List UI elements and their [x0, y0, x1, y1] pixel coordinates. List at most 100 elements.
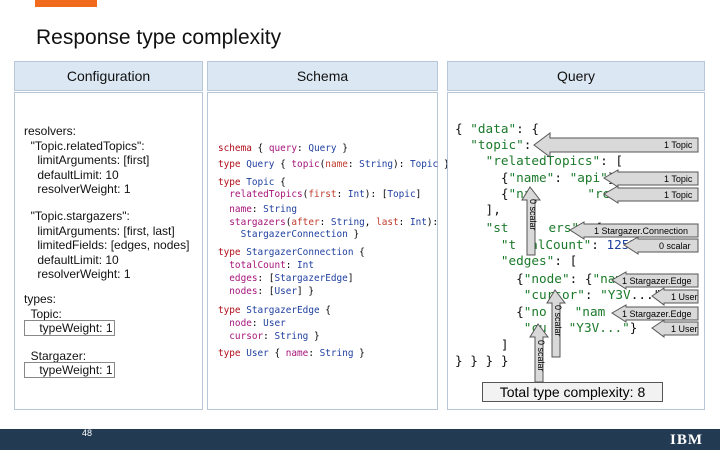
- punct: :: [398, 217, 410, 228]
- schema-header: Schema: [207, 61, 438, 91]
- config-line-highlighted: typeWeight: 1: [24, 362, 189, 379]
- punct: (: [319, 159, 326, 170]
- arrow-label: 1 Stargazer.Edge: [622, 309, 692, 319]
- config-line: "Topic.stargazers":: [24, 208, 130, 223]
- json-key: "t: [500, 237, 517, 252]
- punct: } } } }: [455, 353, 509, 368]
- type: String: [359, 159, 394, 170]
- punct: :: [319, 217, 331, 228]
- punct: }: [308, 331, 320, 342]
- arrow-shape: [611, 271, 699, 290]
- punct: :: [347, 159, 360, 170]
- query-line: ],: [455, 202, 501, 218]
- page-number: 48: [82, 428, 93, 438]
- punct: :: [263, 331, 275, 342]
- punct: ],: [455, 202, 501, 217]
- punct: : [: [554, 253, 578, 268]
- type: User: [263, 318, 286, 329]
- arrow-label: 1 User: [671, 292, 698, 302]
- punct: ]: [347, 273, 354, 284]
- config-line: limitArguments: [first, last]: [24, 223, 175, 238]
- field: query: [268, 143, 298, 154]
- type: StargazerEdge: [246, 305, 320, 316]
- json-value: "Y3V...": [568, 320, 630, 335]
- punct: : {: [516, 121, 540, 136]
- arg: after: [291, 217, 320, 228]
- json-key: "node": [523, 271, 570, 286]
- type: User: [246, 348, 269, 359]
- arrow-shape: [521, 186, 542, 256]
- type: Query: [246, 159, 275, 170]
- schema-line: schema { query: Query }: [218, 143, 348, 154]
- field: cursor: [218, 331, 264, 342]
- json-key: alCount": [530, 237, 592, 252]
- type-weight-box: typeWeight: 1: [24, 362, 115, 379]
- schema-line: totalCount: Int: [218, 260, 314, 271]
- type: StargazerEdge: [274, 273, 348, 284]
- json-value: "api": [569, 170, 608, 185]
- config-line: types:: [24, 291, 57, 306]
- arrow-label: 1 Topic: [664, 140, 693, 150]
- query-header: Query: [447, 61, 705, 91]
- schema-line: edges: [StargazerEdge]: [218, 273, 353, 284]
- field: name: [285, 348, 309, 359]
- type: Int: [297, 260, 314, 271]
- punct: }: [629, 320, 638, 335]
- punct: }: [347, 229, 360, 240]
- config-line: resolverWeight: 1: [24, 267, 131, 282]
- arrow-label-vertical: 0 scalar: [536, 340, 546, 372]
- punct: ] }: [297, 286, 314, 297]
- arrow-label: 1 Topic: [664, 174, 693, 184]
- punct: ,: [364, 217, 377, 228]
- config-line: defaultLimit: 10: [24, 252, 119, 267]
- keyword: type: [218, 177, 247, 188]
- query-line: } } } }: [455, 353, 508, 369]
- type: String: [319, 348, 354, 359]
- punct: }: [438, 159, 450, 170]
- punct: (: [302, 189, 309, 200]
- punct: {: [251, 143, 269, 154]
- json-key: "st: [485, 220, 509, 235]
- config-line: limitArguments: [first]: [24, 153, 150, 168]
- configuration-text: resolvers: "Topic.relatedTopics": limitA…: [24, 124, 189, 379]
- configuration-panel: [14, 92, 203, 410]
- type: StargazerConnection: [246, 247, 354, 258]
- footer-bar: [0, 429, 720, 450]
- schema-line: type StargazerConnection {: [218, 247, 365, 258]
- type: String: [263, 204, 298, 215]
- keyword: type: [218, 305, 247, 316]
- json-key: "no: [523, 304, 547, 319]
- arg: name: [325, 159, 348, 170]
- type: Topic: [246, 177, 275, 188]
- json-key: "topic": [470, 137, 524, 152]
- schema-line: relatedTopics(first: Int): [Topic]: [218, 189, 421, 200]
- field: edges: [218, 273, 258, 284]
- punct: {: [455, 121, 471, 136]
- arrow-label: 1 User: [671, 324, 698, 334]
- schema-line: type StargazerEdge {: [218, 305, 331, 316]
- punct: {: [455, 186, 509, 201]
- arrow-label-vertical: 0 scalar: [553, 305, 563, 337]
- type: String: [274, 331, 309, 342]
- punct: :: [584, 287, 601, 302]
- arrow-shape: [533, 132, 699, 158]
- json-key: "relatedTopics": [485, 153, 601, 168]
- arrow-label: 1 Stargazer.Edge: [622, 276, 692, 286]
- punct: {: [319, 305, 331, 316]
- config-line-highlighted: typeWeight: 1: [24, 320, 189, 337]
- schema-line: type Query { topic(name: String): Topic …: [218, 159, 450, 170]
- json-key: "edges": [500, 253, 555, 268]
- type: Topic: [409, 159, 439, 170]
- punct: ]: [415, 189, 422, 200]
- punct: :: [251, 318, 264, 329]
- field: name: [218, 204, 252, 215]
- punct: : [: [600, 153, 624, 168]
- punct: :: [336, 189, 348, 200]
- punct: {: [455, 304, 524, 319]
- punct: : {: [569, 271, 593, 286]
- punct: : [: [257, 273, 275, 284]
- field: relatedTopics: [218, 189, 303, 200]
- total-complexity-box: Total type complexity: 8: [482, 382, 663, 402]
- schema-line: node: User: [218, 318, 286, 329]
- ibm-logo: IBM: [670, 432, 703, 448]
